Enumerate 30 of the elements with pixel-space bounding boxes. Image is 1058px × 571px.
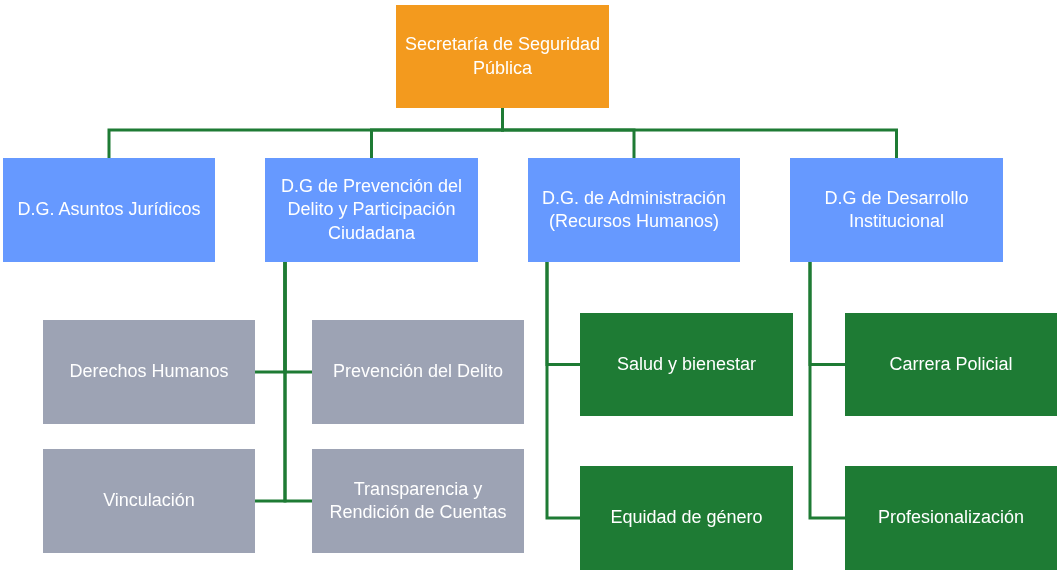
org-box (312, 449, 524, 553)
org-label: Salud y bienestar (616, 352, 757, 376)
org-label: D.G. de Administración (Recursos Humanos) (540, 186, 728, 233)
org-label: Derechos Humanos (69, 360, 229, 384)
org-label: Equidad de género (610, 506, 763, 530)
org-label: D.G de Desarrollo Institucional (823, 186, 970, 233)
org-label: Vinculación (103, 489, 195, 513)
connector-line (283, 262, 312, 503)
org-box (790, 158, 1003, 262)
org-label: Prevención del Delito (332, 360, 504, 384)
org-label: Profesionalización (877, 506, 1025, 530)
org-box (845, 466, 1057, 570)
org-label: Secretaría de Seguridad Pública (404, 33, 601, 80)
org-box (396, 5, 609, 108)
org-box (3, 158, 215, 262)
org-box (580, 313, 793, 416)
org-box (580, 466, 793, 570)
org-box (43, 320, 255, 424)
org-label: D.G de Prevención del Delito y Participación Ciudadana (279, 174, 464, 245)
org-label: Transparencia y Rendición de Cuentas (328, 477, 508, 524)
org-box (528, 158, 740, 262)
org-box (845, 313, 1057, 416)
org-box (312, 320, 524, 424)
org-box (265, 158, 478, 262)
org-label: Carrera Policial (889, 352, 1013, 376)
org-label: D.G. Asuntos Jurídicos (17, 198, 201, 222)
connector-line (501, 108, 898, 158)
connector-line (808, 262, 845, 520)
org-box (43, 449, 255, 553)
connector-line (545, 262, 580, 520)
